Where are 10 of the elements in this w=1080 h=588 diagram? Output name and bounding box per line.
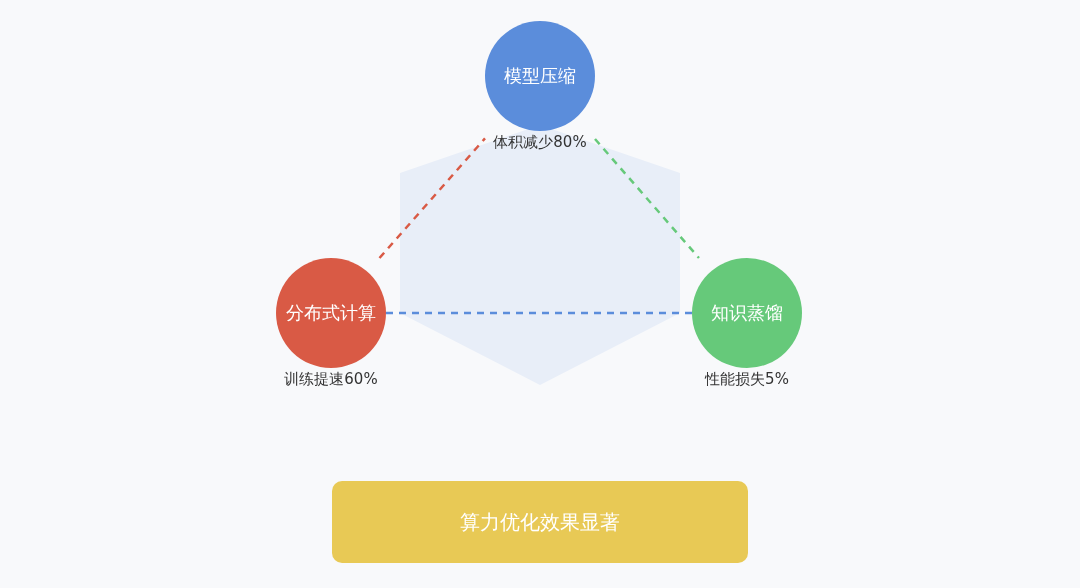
metric-caption: 性能损失5% <box>705 370 789 389</box>
dashed-connector <box>378 137 486 259</box>
topic-circle: 知识蒸馏 <box>692 258 802 368</box>
dashed-connector <box>594 138 700 259</box>
topic-circle: 分布式计算 <box>276 258 386 368</box>
metric-caption: 训练提速60% <box>284 370 378 389</box>
dashed-connector <box>386 311 692 315</box>
metric-caption: 体积减少80% <box>493 133 587 152</box>
result-banner: 算力优化效果显著 <box>332 481 748 563</box>
topic-circle: 模型压缩 <box>485 21 595 131</box>
